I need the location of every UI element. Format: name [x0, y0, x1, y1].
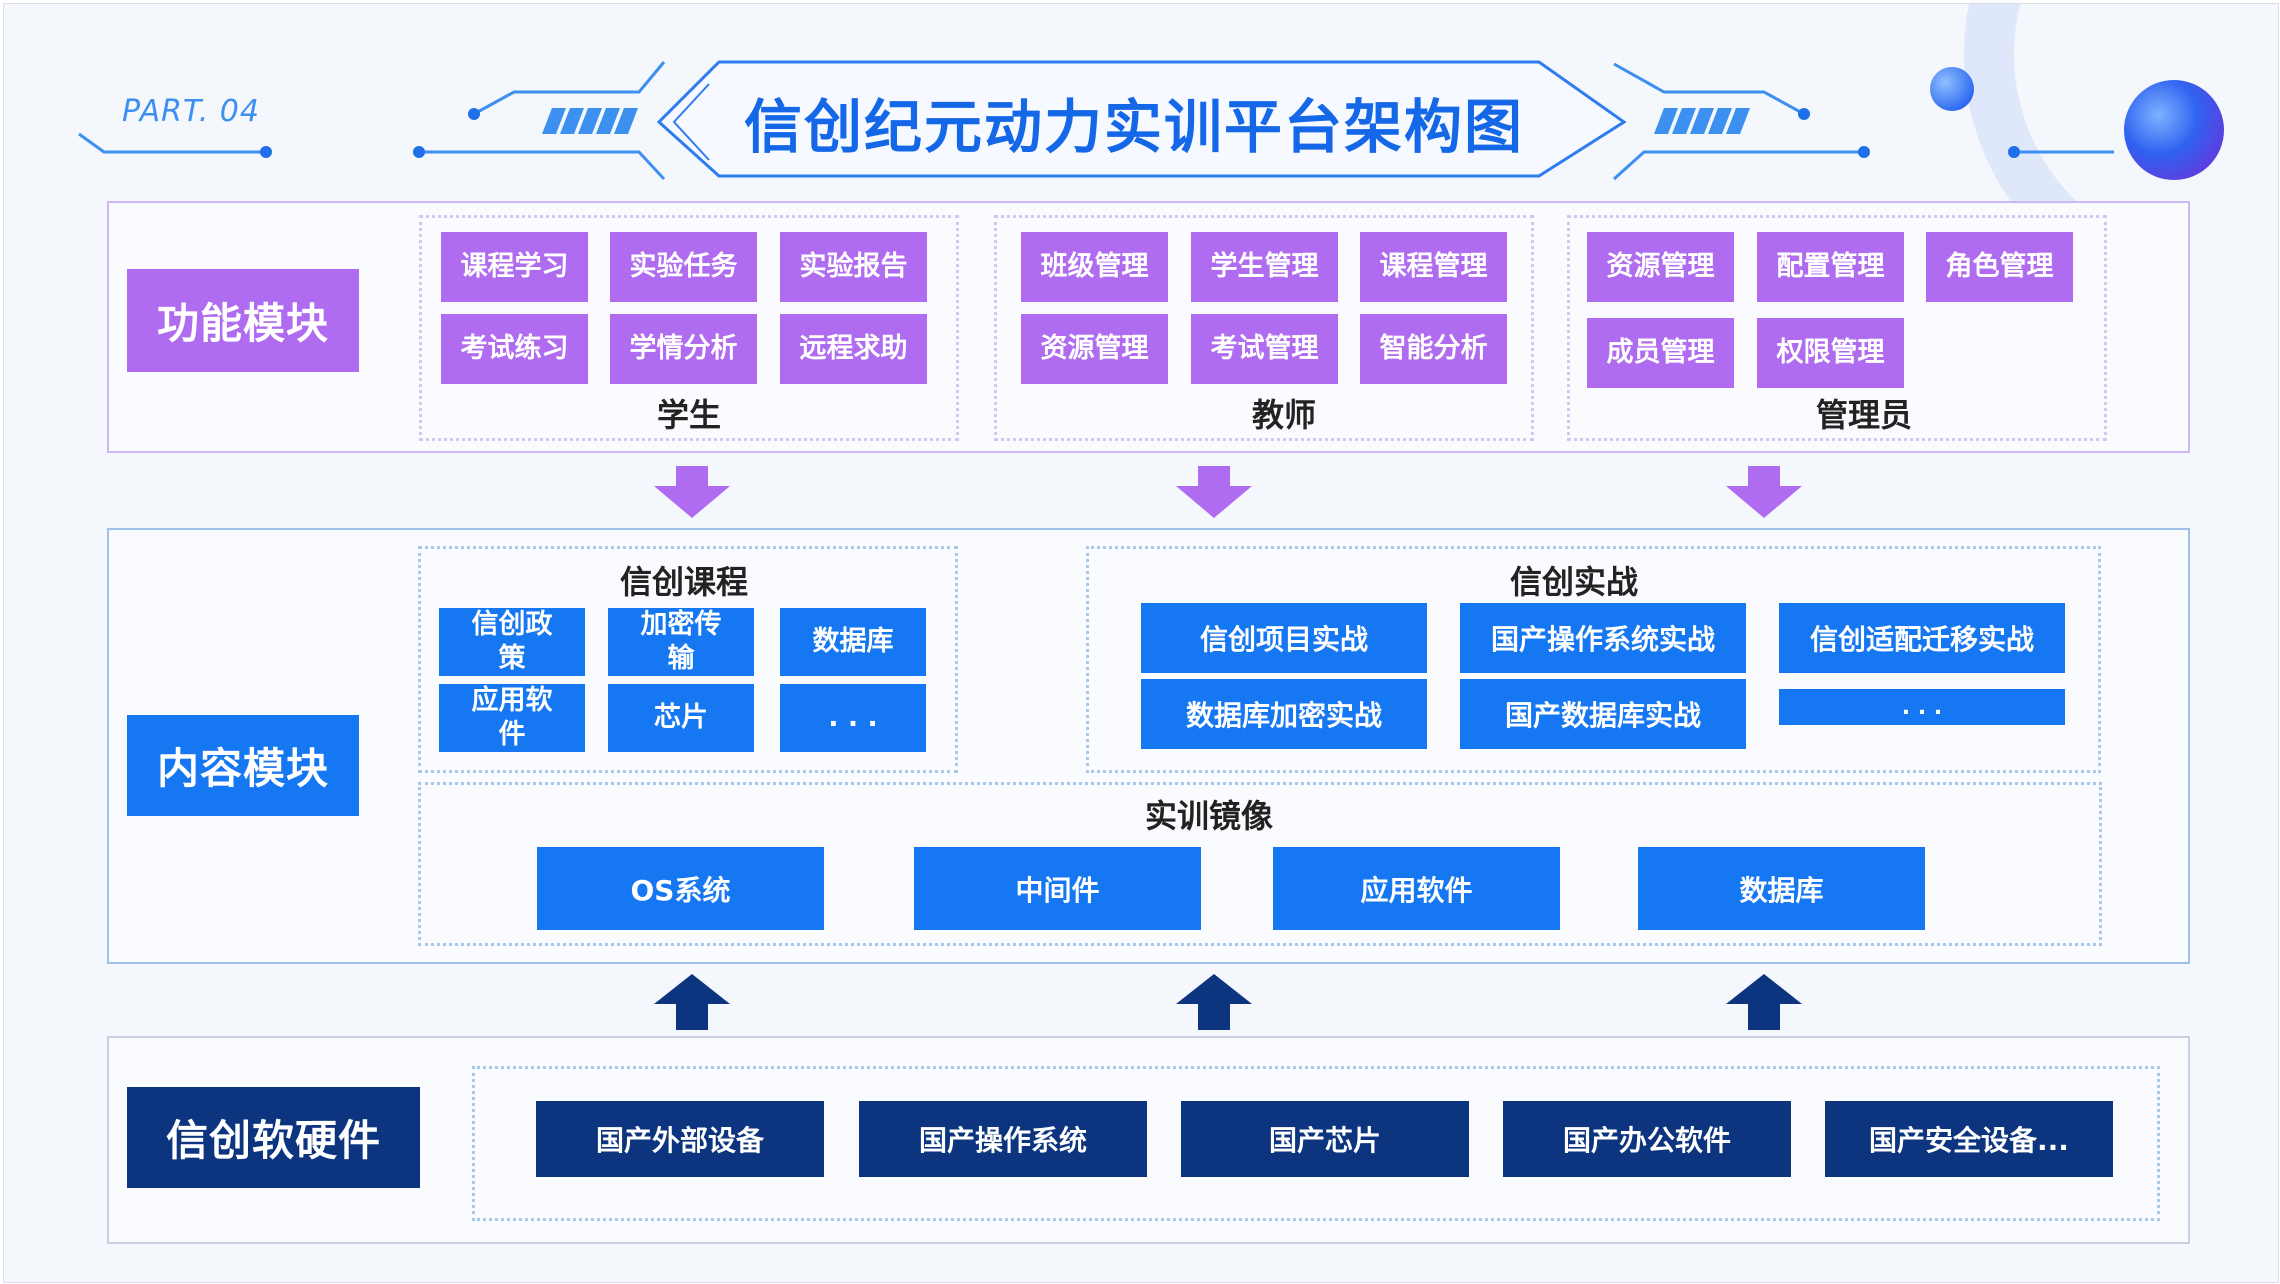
student-item: 实验报告: [780, 232, 927, 302]
header-decoration: [78, 4, 2224, 204]
admin-item: 资源管理: [1587, 232, 1734, 302]
admin-group: [1567, 215, 2107, 441]
teacher-group-label: 教师: [1251, 396, 1316, 434]
admin-item: 成员管理: [1587, 318, 1734, 388]
teacher-item: 课程管理: [1360, 232, 1507, 302]
image-item: 中间件: [914, 847, 1201, 930]
images-group: [418, 782, 2102, 946]
page-title: 信创纪元动力实训平台架构图: [743, 93, 1524, 161]
practice-item: 国产数据库实战: [1460, 679, 1746, 749]
content-module-label: 内容模块: [127, 715, 359, 816]
down-arrow-icon: [1726, 466, 1802, 518]
courses-title: 信创课程: [619, 563, 748, 601]
teacher-group: [994, 215, 1534, 441]
student-item: 实验任务: [610, 232, 757, 302]
practice-item: 信创适配迁移实战: [1779, 603, 2065, 673]
practice-item: . . .: [1779, 689, 2065, 725]
down-arrow-icon: [1176, 466, 1252, 518]
student-item: 远程求助: [780, 314, 927, 384]
down-arrow-icon: [654, 466, 730, 518]
admin-item: 角色管理: [1926, 232, 2073, 302]
teacher-item: 考试管理: [1191, 314, 1338, 384]
up-arrow-icon: [1726, 974, 1802, 1030]
practice-item: 信创项目实战: [1141, 603, 1427, 673]
practice-group: [1086, 546, 2101, 773]
teacher-item: 智能分析: [1360, 314, 1507, 384]
student-item: 课程学习: [441, 232, 588, 302]
part-label: PART. 04: [122, 94, 260, 129]
image-item: OS系统: [537, 847, 824, 930]
hardware-item: 国产外部设备: [536, 1101, 824, 1177]
student-item: 考试练习: [441, 314, 588, 384]
function-module-label: 功能模块: [127, 269, 359, 372]
image-item: 应用软件: [1273, 847, 1560, 930]
teacher-item: 学生管理: [1191, 232, 1338, 302]
student-group: [419, 215, 959, 441]
slide: PART. 04 信创纪元动力实训平台架构图 功能模块 课程学习 实验任务 实验…: [3, 3, 2279, 1283]
up-arrow-icon: [1176, 974, 1252, 1030]
course-item: 信创政策: [439, 608, 585, 676]
image-item: 数据库: [1638, 847, 1925, 930]
course-item: 加密传输: [608, 608, 754, 676]
teacher-item: 资源管理: [1021, 314, 1168, 384]
practice-title: 信创实战: [1509, 563, 1638, 601]
courses-group: [418, 546, 958, 773]
course-item: 芯片: [608, 684, 754, 752]
hardware-item: 国产操作系统: [859, 1101, 1147, 1177]
course-item: 数据库: [780, 608, 926, 676]
hardware-group: [472, 1066, 2160, 1221]
up-arrow-icon: [654, 974, 730, 1030]
hardware-item: 国产安全设备...: [1825, 1101, 2113, 1177]
admin-item: 配置管理: [1757, 232, 1904, 302]
admin-item: 权限管理: [1757, 318, 1904, 388]
hardware-module-label: 信创软硬件: [127, 1087, 420, 1188]
student-group-label: 学生: [656, 396, 721, 434]
course-item: 应用软件: [439, 684, 585, 752]
hardware-item: 国产办公软件: [1503, 1101, 1791, 1177]
student-item: 学情分析: [610, 314, 757, 384]
practice-item: 数据库加密实战: [1141, 679, 1427, 749]
images-title: 实训镜像: [1144, 797, 1273, 835]
hardware-item: 国产芯片: [1181, 1101, 1469, 1177]
course-item: . . .: [780, 684, 926, 752]
teacher-item: 班级管理: [1021, 232, 1168, 302]
practice-item: 国产操作系统实战: [1460, 603, 1746, 673]
admin-group-label: 管理员: [1815, 396, 1912, 434]
